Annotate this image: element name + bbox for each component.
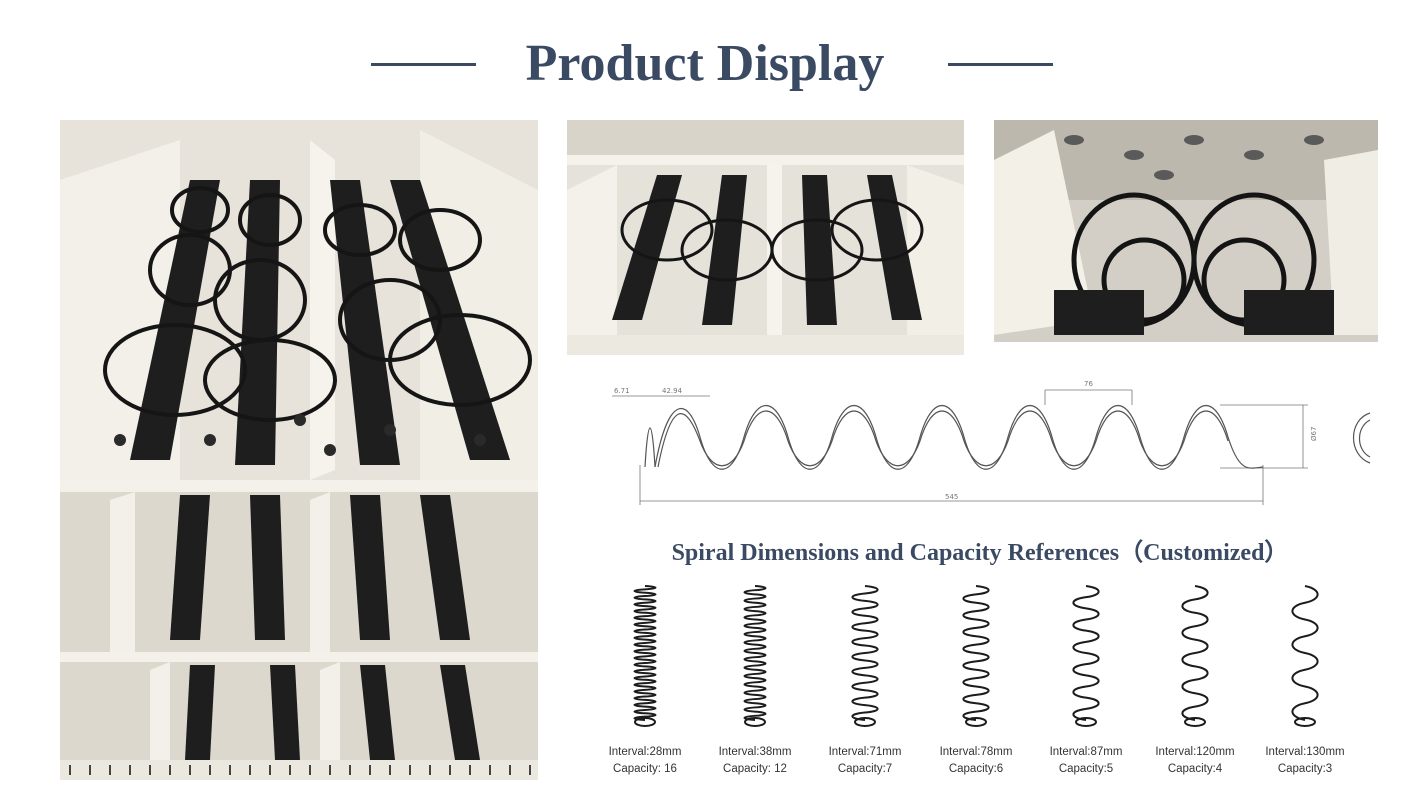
title-rule-right: [948, 63, 1053, 66]
spiral-spring-icon: [1181, 585, 1209, 727]
spiral-coil: [1291, 585, 1319, 721]
section-title: Spiral Dimensions and Capacity Reference…: [671, 540, 1289, 566]
spiral-base: [1184, 717, 1206, 727]
spiral-base: [744, 717, 766, 727]
spiral-coil: [1181, 585, 1209, 721]
spiral-capacity-label: Capacity:7: [837, 763, 893, 775]
spiral-capacity-label: Capacity: 16: [613, 763, 677, 775]
spiral-base: [1294, 717, 1316, 727]
title-rule-left: [371, 63, 476, 66]
spiral-dimension-diagram: 6.71 42.94 76 545 Ø67: [600, 375, 1380, 505]
spiral-interval-label: Interval:78mm: [939, 746, 1013, 758]
spiral-interval-label: Interval:130mm: [1265, 746, 1345, 758]
page-title: Product Display: [525, 35, 885, 92]
spiral-base: [634, 717, 656, 727]
page-header: Product Display: [0, 30, 1410, 100]
spiral-capacity-label: Capacity:3: [1277, 763, 1333, 775]
spiral-spring-icon: [1291, 585, 1319, 727]
spiral-capacity-label: Capacity:5: [1058, 763, 1114, 775]
dim-label-pitch: 76: [1084, 380, 1093, 388]
spiral-interval-label: Interval:120mm: [1155, 746, 1235, 758]
spiral-spring-icon: [851, 585, 879, 727]
spiral-base: [854, 717, 876, 727]
spiral-base: [1075, 717, 1097, 727]
spiral-capacity-label: Capacity:6: [948, 763, 1004, 775]
spiral-interval-label: Interval:38mm: [718, 746, 792, 758]
vending-tray-photo-large: [60, 120, 538, 780]
vending-tray-photo-middle: [567, 120, 964, 355]
dim-label-tip-a: 6.71: [614, 387, 630, 395]
spiral-capacity-label: Capacity:4: [1167, 763, 1223, 775]
spiral-coil: [962, 585, 990, 721]
spiral-interval-label: Interval:87mm: [1049, 746, 1123, 758]
spiral-interval-label: Interval:71mm: [828, 746, 902, 758]
spiral-coil: [1072, 585, 1100, 721]
spiral-spring-icon: [743, 585, 767, 727]
spiral-spring-icon: [633, 585, 657, 727]
dim-label-tip-b: 42.94: [662, 387, 683, 395]
spiral-coil: [633, 585, 657, 721]
spiral-interval-label: Interval:28mm: [608, 746, 682, 758]
dim-label-diameter: Ø67: [1310, 427, 1318, 441]
spiral-coil: [743, 585, 767, 721]
spiral-capacity-label: Capacity: 12: [723, 763, 787, 775]
dim-label-length: 545: [945, 493, 958, 501]
spiral-base: [965, 717, 987, 727]
spiral-closeup-photo: [994, 120, 1378, 342]
spiral-coil: [851, 585, 879, 721]
spiral-spring-icon: [962, 585, 990, 727]
spiral-spring-icon: [1072, 585, 1100, 727]
